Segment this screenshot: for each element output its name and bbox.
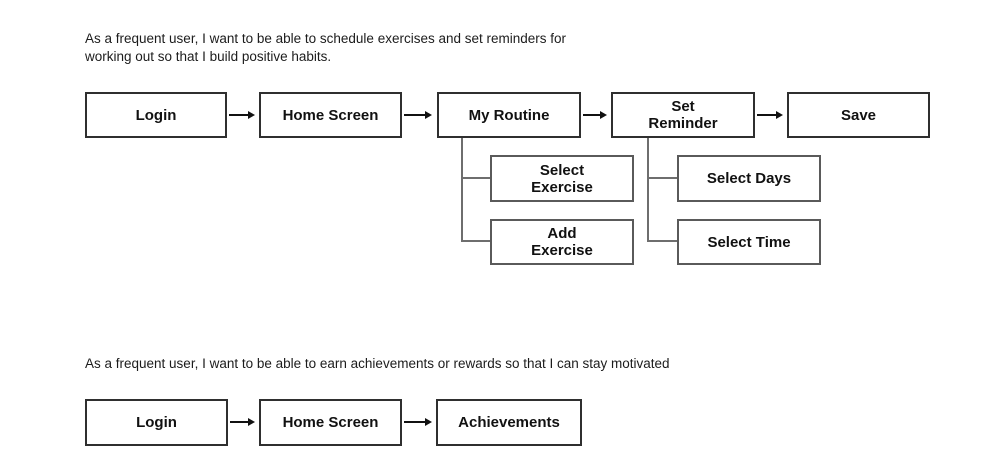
arrow-login-to-home-screen-2-icon <box>230 418 255 426</box>
connector-set-reminder-vertical <box>647 138 649 242</box>
flow1-node-select-time: Select Time <box>677 219 821 265</box>
flow1-node-select-days: Select Days <box>677 155 821 202</box>
user-story-2-line-1: As a frequent user, I want to be able to… <box>85 356 670 371</box>
user-story-2-text: As a frequent user, I want to be able to… <box>85 355 670 373</box>
connector-to-add-exercise <box>461 240 490 242</box>
connector-my-routine-vertical <box>461 138 463 242</box>
connector-to-select-days <box>647 177 677 179</box>
arrow-home-screen-to-achievements-icon <box>404 418 432 426</box>
user-story-1-line-2: working out so that I build positive hab… <box>85 48 332 64</box>
connector-to-select-time <box>647 240 677 242</box>
arrow-login-to-home-screen-icon <box>229 111 255 119</box>
flow1-node-save: Save <box>787 92 930 138</box>
flow1-node-set-reminder: Set Reminder <box>611 92 755 138</box>
flow2-node-achievements: Achievements <box>436 399 582 446</box>
flow1-node-select-exercise: Select Exercise <box>490 155 634 202</box>
flow2-node-home-screen: Home Screen <box>259 399 402 446</box>
flow1-node-add-exercise: Add Exercise <box>490 219 634 265</box>
user-story-1-line-1: As a frequent user, I want to be able to… <box>85 31 567 46</box>
arrow-set-reminder-to-save-icon <box>757 111 783 119</box>
arrow-my-routine-to-set-reminder-icon <box>583 111 607 119</box>
connector-to-select-exercise <box>461 177 490 179</box>
arrow-home-screen-to-my-routine-icon <box>404 111 432 119</box>
flow1-node-login: Login <box>85 92 227 138</box>
user-story-1-text: As a frequent user, I want to be able to… <box>85 30 566 65</box>
flow1-node-my-routine: My Routine <box>437 92 581 138</box>
flow1-node-home-screen: Home Screen <box>259 92 402 138</box>
flow2-node-login: Login <box>85 399 228 446</box>
